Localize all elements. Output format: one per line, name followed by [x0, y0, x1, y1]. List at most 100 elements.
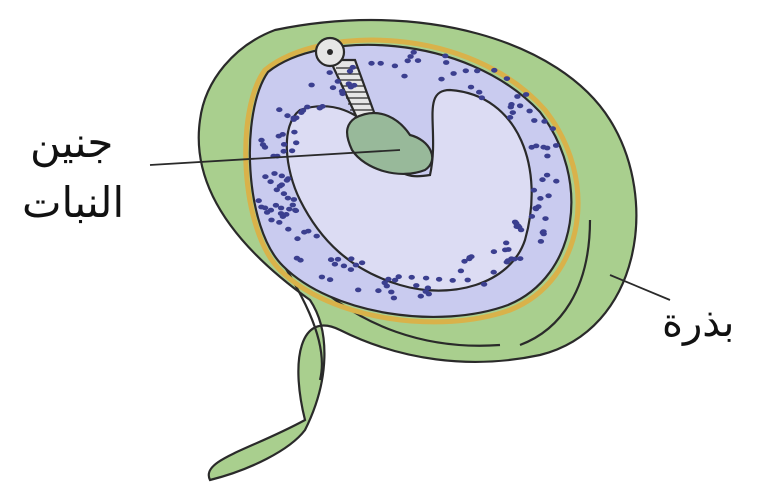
cell-dot [443, 60, 449, 65]
cell-dot [281, 191, 287, 196]
cell-dot [510, 110, 516, 115]
cell-dot [291, 116, 297, 121]
cell-dot [476, 90, 482, 95]
cell-dot [385, 277, 391, 282]
cell-dot [491, 270, 497, 275]
cell-dot [438, 77, 444, 82]
cell-dot [267, 179, 273, 184]
cell-dot [391, 296, 397, 301]
cell-dot [504, 76, 510, 81]
cell-dot [328, 257, 334, 262]
cell-dot [463, 68, 469, 73]
cell-dot [292, 208, 298, 213]
cell-dot [281, 142, 287, 147]
cell-dot [327, 70, 333, 75]
cell-dot [553, 143, 559, 148]
cell-dot [533, 144, 539, 149]
cell-dot [508, 105, 514, 110]
cell-dot [301, 230, 307, 235]
cell-dot [314, 234, 320, 239]
embryo-label-line1: جنين [30, 118, 113, 167]
cell-dot [392, 278, 398, 283]
cell-dot [276, 220, 282, 225]
cell-dot [271, 171, 277, 176]
cell-dot [341, 264, 347, 269]
cell-dot [550, 126, 556, 131]
cell-dot [537, 196, 543, 201]
cell-dot [467, 255, 473, 260]
cell-dot [291, 130, 297, 135]
cell-dot [283, 212, 289, 217]
cell-dot [436, 277, 442, 282]
cell-dot [368, 61, 374, 66]
cell-dot [418, 294, 424, 299]
cell-dot [531, 188, 537, 193]
cell-dot [286, 207, 292, 212]
cell-dot [284, 113, 290, 118]
cell-dot [293, 140, 299, 145]
cell-dot [465, 278, 471, 283]
cell-dot [273, 203, 279, 208]
cell-dot [545, 193, 551, 198]
cell-dot [415, 58, 421, 63]
cell-dot [304, 105, 310, 110]
cell-dot [335, 79, 341, 84]
cell-dot [384, 284, 390, 289]
cell-dot [335, 257, 341, 262]
cell-dot [285, 227, 291, 232]
cell-dot [308, 83, 314, 88]
cell-dot [339, 89, 345, 94]
cell-dot [260, 142, 266, 147]
cell-dot [544, 154, 550, 159]
cell-dot [281, 149, 287, 154]
cell-dot [319, 275, 325, 280]
cell-dot [529, 214, 535, 219]
cell-dot [262, 174, 268, 179]
cell-dot [539, 177, 545, 182]
cell-dot [503, 241, 509, 246]
cell-dot [517, 256, 523, 261]
cell-dot [407, 54, 413, 59]
cell-dot [278, 206, 284, 211]
cell-dot [332, 262, 338, 267]
cell-dot [409, 275, 415, 280]
cell-dot [289, 148, 295, 153]
cell-dot [348, 267, 354, 272]
cell-dot [450, 278, 456, 283]
cell-dot [353, 263, 359, 268]
cell-dot [297, 258, 303, 263]
cell-dot [411, 50, 417, 55]
cell-dot [285, 196, 291, 201]
cell-dot [505, 258, 511, 263]
cell-dot [327, 277, 333, 282]
cell-dot [517, 103, 523, 108]
cell-dot [491, 249, 497, 254]
cell-dot [405, 58, 411, 63]
cell-dot [277, 184, 283, 189]
cell-dot [348, 256, 354, 261]
cell-dot [258, 138, 264, 143]
cell-dot [468, 85, 474, 90]
cell-dot [258, 205, 264, 210]
cell-dot [538, 239, 544, 244]
cell-dot [268, 218, 274, 223]
cell-dot [350, 65, 356, 70]
cell-dot [541, 119, 547, 124]
cell-dot [458, 269, 464, 274]
cell-dot [540, 229, 546, 234]
cell-dot [388, 290, 394, 295]
cell-dot [284, 178, 290, 183]
cell-dot [518, 228, 524, 233]
cell-dot [276, 107, 282, 112]
cell-dot [423, 276, 429, 281]
cell-dot [355, 288, 361, 293]
cell-dot [474, 69, 480, 74]
cell-dot [375, 288, 381, 293]
cell-dot [514, 94, 520, 99]
cell-dot [413, 283, 419, 288]
cell-dot [450, 71, 456, 76]
cell-dot [256, 198, 262, 203]
cell-dot [507, 115, 513, 120]
